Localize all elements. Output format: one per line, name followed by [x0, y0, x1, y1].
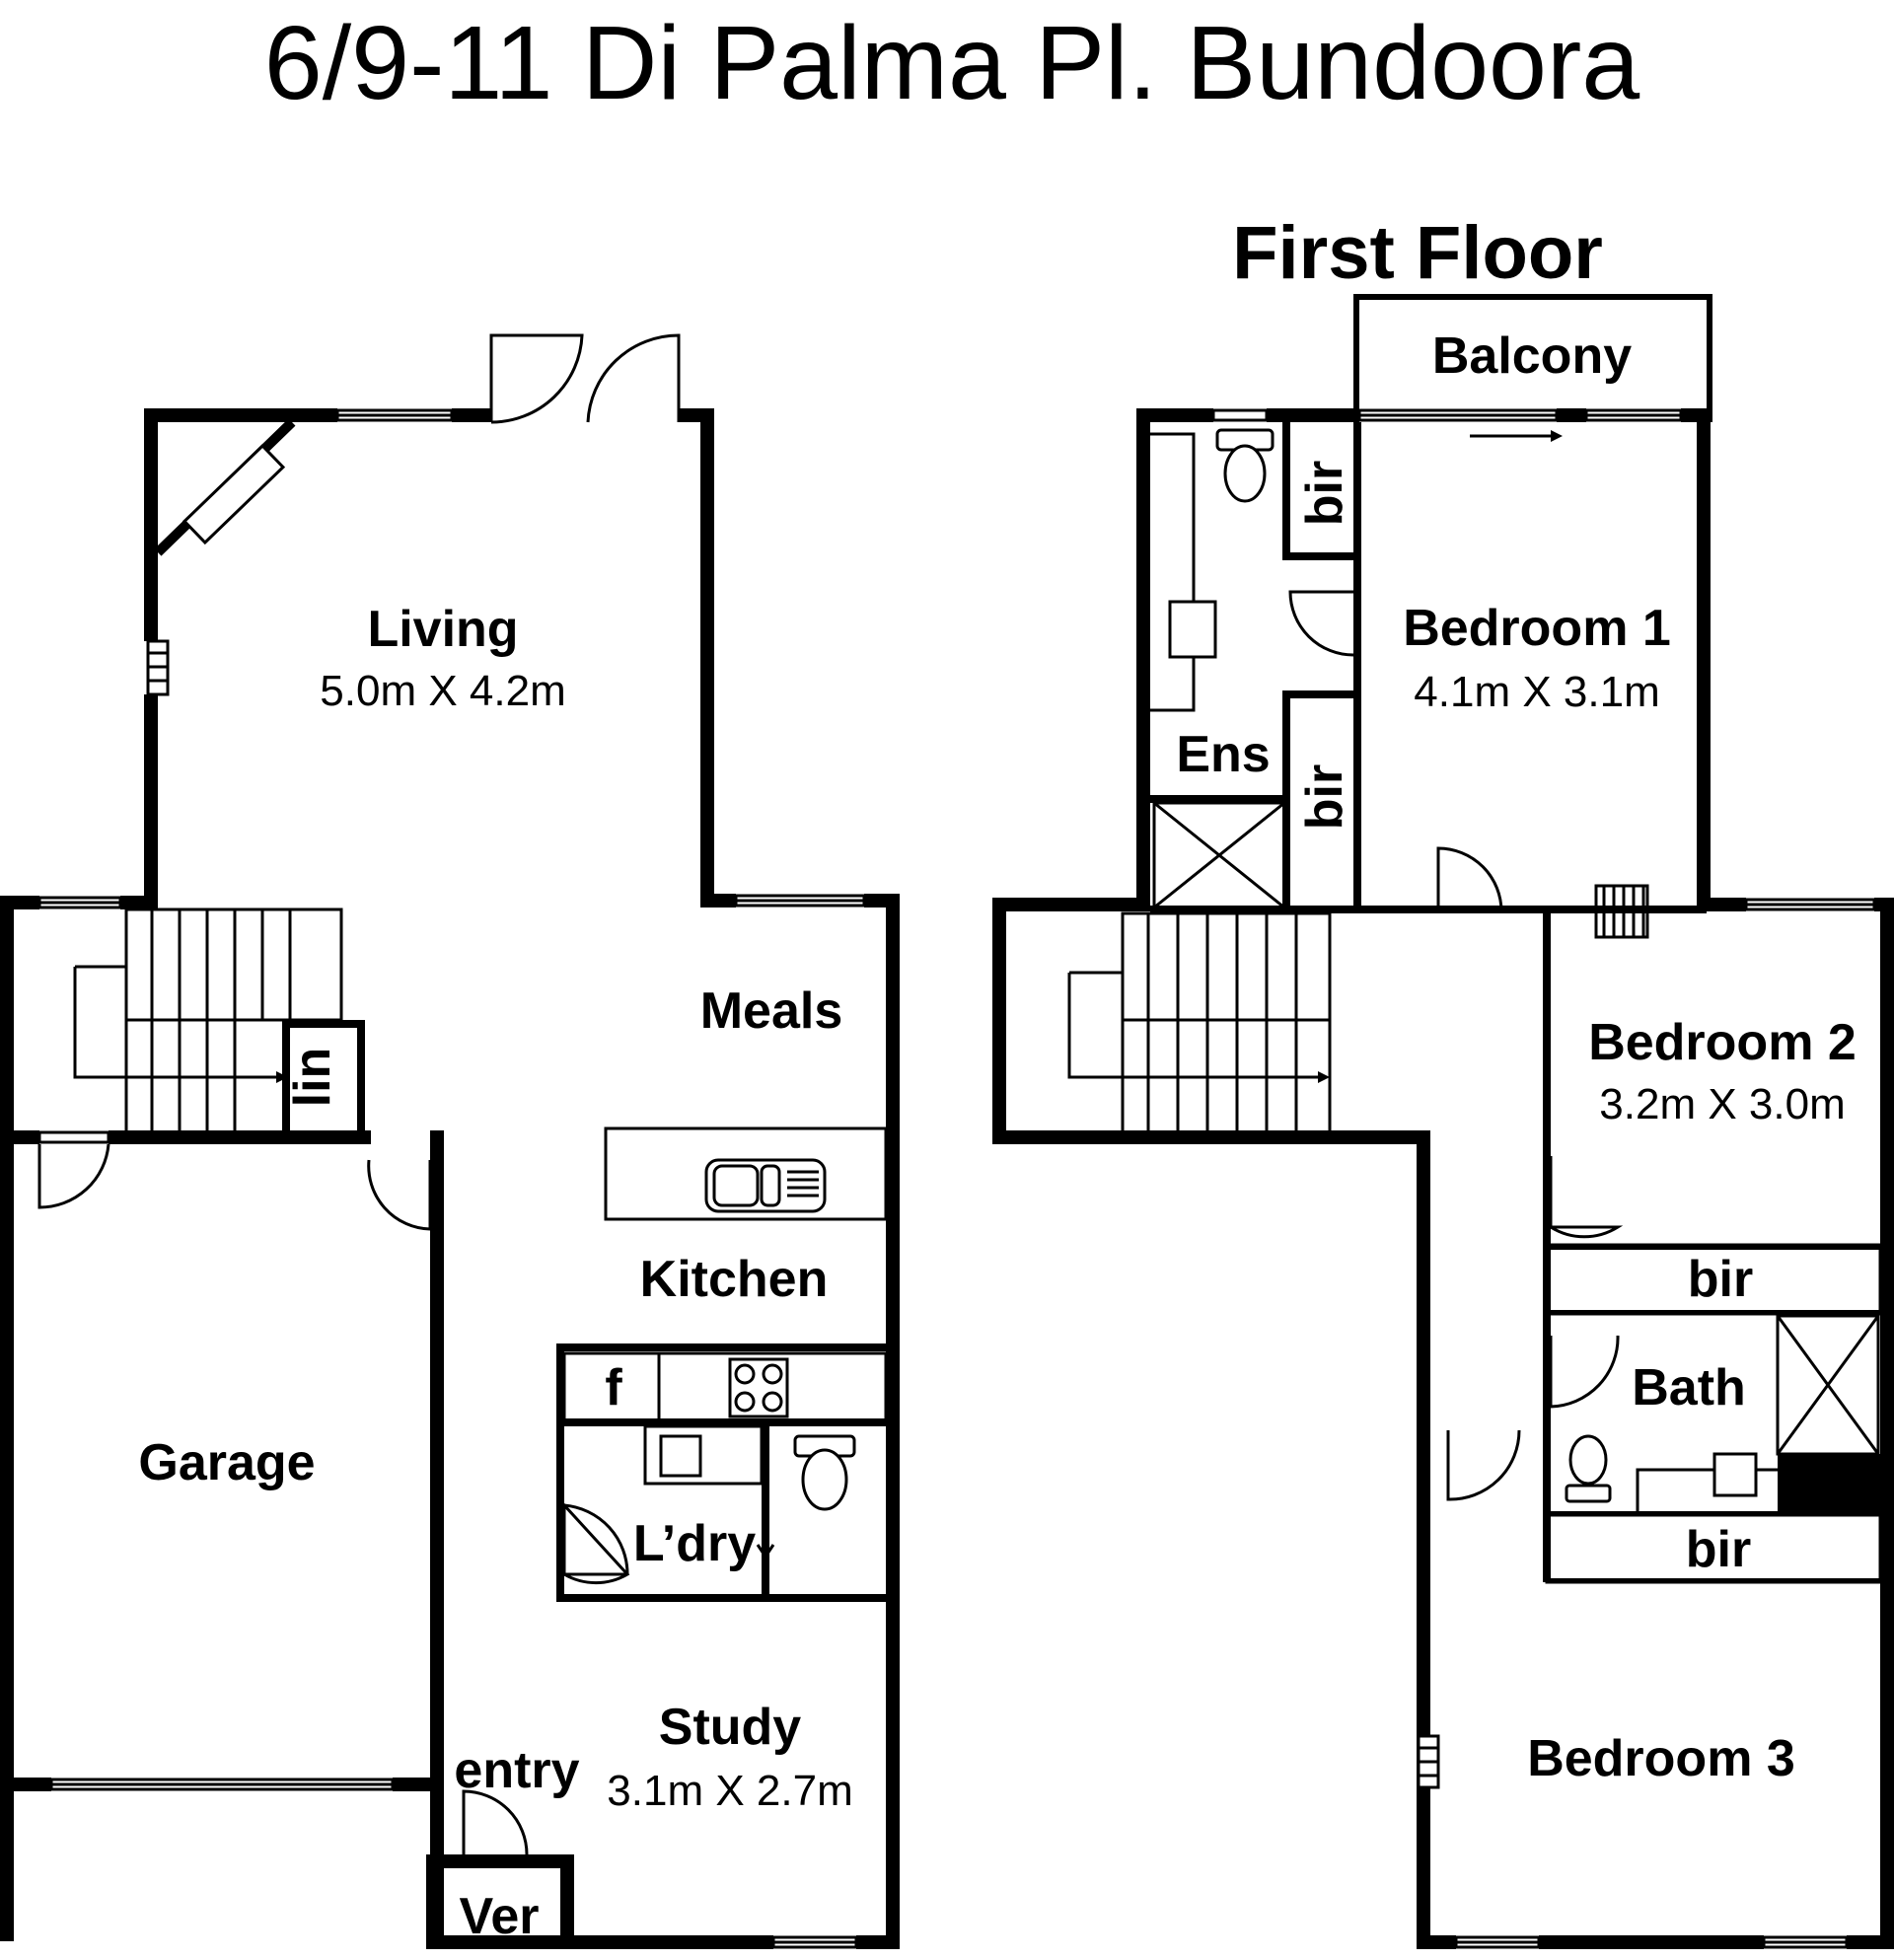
plan-title: 6/9-11 Di Palma Pl. Bundoora — [264, 5, 1640, 121]
first-floor-windows — [1211, 408, 1876, 1949]
room-verandah: Ver — [460, 1888, 540, 1945]
room-ensuite: Ens — [1176, 726, 1270, 783]
room-laundry: L’dry — [633, 1515, 756, 1572]
room-study: Study — [659, 1699, 802, 1756]
room-bath: Bath — [1632, 1359, 1746, 1416]
room-bedroom2-dims: 3.2m X 3.0m — [1599, 1080, 1845, 1128]
bed2-bath-fixtures — [1446, 911, 1882, 1584]
room-living-dims: 5.0m X 4.2m — [320, 667, 565, 715]
laundry-fixtures — [556, 1424, 886, 1602]
room-kitchen: Kitchen — [640, 1251, 829, 1308]
first-floor-heading: First Floor — [1232, 211, 1603, 295]
ground-floor-walls — [0, 408, 900, 1949]
room-study-dims: 3.1m X 2.7m — [607, 1767, 852, 1815]
robe-bedroom2: bir — [1688, 1251, 1753, 1308]
garage-doors — [37, 1143, 432, 1231]
room-meals: Meals — [700, 982, 843, 1040]
living-openings — [37, 333, 866, 1949]
room-bedroom1-dims: 4.1m X 3.1m — [1414, 668, 1659, 716]
kitchen-fixtures — [556, 1126, 888, 1602]
room-living: Living — [367, 601, 518, 658]
fridge-label: f — [605, 1359, 622, 1416]
ensuite-fixtures — [1150, 422, 1649, 939]
room-bedroom1: Bedroom 1 — [1403, 600, 1671, 657]
room-entry: entry — [454, 1742, 579, 1799]
robe-ensuite-bottom: bir — [1296, 764, 1353, 830]
room-garage: Garage — [138, 1434, 315, 1491]
ground-stairs — [73, 907, 365, 1136]
room-linen: lin — [284, 1048, 341, 1108]
robe-bath: bir — [1686, 1521, 1751, 1578]
first-stairs — [1067, 906, 1707, 1130]
room-bedroom3: Bedroom 3 — [1527, 1730, 1795, 1787]
first-floor-walls — [992, 294, 1894, 1949]
robe-ensuite-top: bir — [1296, 461, 1353, 526]
entry-door — [462, 1789, 529, 1855]
room-bedroom2: Bedroom 2 — [1588, 1014, 1857, 1071]
room-balcony: Balcony — [1432, 327, 1632, 385]
